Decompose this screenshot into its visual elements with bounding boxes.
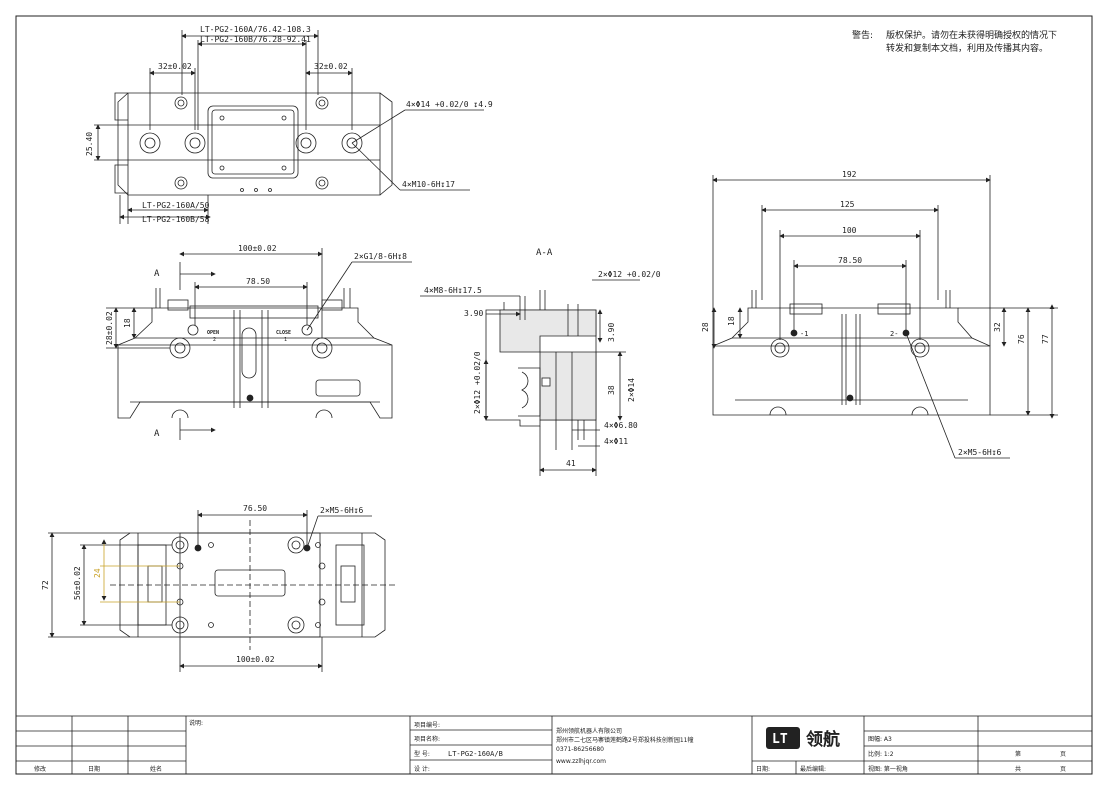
bottom-view-labels: 76.50 2×M5-6H↧6 72 56±0.02 24 100±0.02 bbox=[41, 504, 364, 664]
side-dim-7850: 78.50 bbox=[838, 256, 862, 265]
section-dim-680: 4×Φ6.80 bbox=[604, 421, 638, 430]
tb-phone: 0371-86256680 bbox=[556, 746, 604, 753]
front-dim-7850: 78.50 bbox=[246, 277, 270, 286]
top-view-labels: LT-PG2-160A/76.42-108.3 LT-PG2-160B/76.2… bbox=[85, 25, 493, 224]
bottom-dim-56: 56±0.02 bbox=[73, 566, 82, 600]
section-view bbox=[420, 279, 640, 476]
tb-total-unit: 页 bbox=[1060, 766, 1066, 773]
section-view-labels: A-A 2×Φ12 +0.02/0 4×M8-6H↧17.5 3.90 3.90… bbox=[424, 248, 661, 468]
port-open: OPEN bbox=[207, 330, 219, 336]
bottom-dim-72: 72 bbox=[41, 580, 50, 590]
tb-project-no: 项目编号: bbox=[414, 721, 440, 729]
tb-model-value: LT-PG2-160A/B bbox=[448, 750, 503, 758]
side-dim-32: 32 bbox=[993, 322, 1002, 332]
tb-name-col: 姓名 bbox=[150, 765, 162, 773]
side-dim-28: 28 bbox=[701, 322, 710, 332]
section-callout-top: 2×Φ12 +0.02/0 bbox=[598, 270, 661, 279]
logo-badge bbox=[766, 727, 800, 749]
front-view bbox=[106, 248, 412, 440]
dim-right-32: 32±0.02 bbox=[314, 62, 348, 71]
tb-view: 视图: 第一视角 bbox=[868, 765, 908, 773]
bottom-dim-7650: 76.50 bbox=[243, 504, 267, 513]
tb-last-edit: 最后编辑: bbox=[800, 765, 826, 773]
section-dim-11: 4×Φ11 bbox=[604, 437, 628, 446]
tb-remark: 说明: bbox=[189, 719, 203, 727]
title-block-text: 修改 日期 姓名 说明: 项目编号: 项目名称: 型 号: LT-PG2-160… bbox=[34, 719, 1066, 773]
front-dim-100: 100±0.02 bbox=[238, 244, 277, 253]
tb-page-unit: 页 bbox=[1060, 751, 1066, 758]
side-view bbox=[711, 175, 1058, 459]
section-dim-38: 38 bbox=[607, 385, 616, 395]
bottom-dim-24: 24 bbox=[93, 568, 102, 578]
port-close: CLOSE bbox=[276, 330, 291, 336]
bottom-dim-100: 100±0.02 bbox=[236, 655, 275, 664]
tb-date-col: 日期 bbox=[88, 765, 100, 773]
side-view-labels: 192 125 100 78.50 28 18 32 76 77 -1 2- 2… bbox=[701, 170, 1050, 457]
tb-design: 设 计: bbox=[414, 765, 430, 773]
side-dim-100: 100 bbox=[842, 226, 857, 235]
section-dim-390-right: 3.90 bbox=[607, 323, 616, 342]
top-view bbox=[94, 30, 484, 224]
section-mark-top: A bbox=[154, 269, 160, 279]
hole-callout-b: 4×M10-6H↧17 bbox=[402, 180, 455, 189]
section-mark-bottom: A bbox=[154, 429, 160, 439]
front-dim-28: 28±0.02 bbox=[105, 311, 114, 345]
section-dim-41: 41 bbox=[566, 459, 576, 468]
dim-left-32: 32±0.02 bbox=[158, 62, 192, 71]
section-callout-m8: 4×M8-6H↧17.5 bbox=[424, 286, 482, 295]
side-port-1: -1 bbox=[800, 330, 808, 338]
side-hole-callout: 2×M5-6H↧6 bbox=[958, 448, 1002, 457]
section-dim-390-left: 3.90 bbox=[464, 309, 483, 318]
port-open-num: 2 bbox=[213, 337, 216, 343]
warning-line-2: 转发和复制本文档，利用及传播其内容。 bbox=[886, 42, 1048, 54]
side-dim-77: 77 bbox=[1041, 334, 1050, 344]
side-dim-192: 192 bbox=[842, 170, 857, 179]
logo-mark: LT bbox=[772, 732, 788, 747]
section-dim-2x14: 2×Φ14 bbox=[627, 378, 636, 402]
tb-company: 郑州领航机器人有限公司 bbox=[556, 727, 622, 735]
tb-website: www.zzlhjqr.com bbox=[556, 758, 606, 765]
bottom-hole-callout: 2×M5-6H↧6 bbox=[320, 506, 364, 515]
side-dim-18: 18 bbox=[727, 316, 736, 326]
front-view-labels: A A 100±0.02 78.50 2×G1/8-6H↧8 28±0.02 1… bbox=[105, 244, 407, 439]
tb-project-name: 项目名称: bbox=[414, 735, 440, 743]
port-callout: 2×G1/8-6H↧8 bbox=[354, 252, 407, 261]
bottom-view bbox=[48, 510, 395, 672]
tb-sheet-size: 图幅: A3 bbox=[868, 735, 892, 743]
dim-total-b: LT-PG2-160B/76.28-92.41 bbox=[200, 35, 311, 44]
tb-scale: 比例: 1:2 bbox=[868, 750, 894, 758]
logo-text: 领航 bbox=[806, 729, 840, 750]
tb-date-label: 日期: bbox=[756, 765, 770, 773]
port-close-num: 1 bbox=[284, 337, 287, 343]
title-block bbox=[15, 715, 1093, 775]
hole-callout-a: 4×Φ14 +0.02/0 ↧4.9 bbox=[406, 100, 493, 109]
front-dim-18: 18 bbox=[123, 318, 132, 328]
warning-label: 警告: bbox=[852, 29, 873, 41]
section-dim-2x12: 2×Φ12 +0.02/0 bbox=[473, 351, 482, 414]
dim-bottom-a: LT-PG2-160A/50 bbox=[142, 201, 210, 210]
tb-total-label: 共 bbox=[1015, 765, 1021, 773]
tb-model-label: 型 号: bbox=[414, 750, 430, 758]
side-dim-76: 76 bbox=[1017, 334, 1026, 344]
dim-bottom-b: LT-PG2-160B/58 bbox=[142, 215, 210, 224]
dim-total-a: LT-PG2-160A/76.42-108.3 bbox=[200, 25, 311, 34]
copyright-warning: 警告: 版权保护。请勿在未获得明确授权的情况下 转发和复制本文档，利用及传播其内… bbox=[852, 29, 1057, 54]
side-dim-125: 125 bbox=[840, 200, 855, 209]
tb-address: 郑州市二七区马寨镇莲鹤路2号郑投科技创新园11幢 bbox=[556, 736, 693, 744]
warning-line-1: 版权保护。请勿在未获得明确授权的情况下 bbox=[886, 29, 1057, 41]
side-port-2: 2- bbox=[890, 330, 898, 338]
tb-page-label: 第 bbox=[1015, 750, 1021, 758]
section-title: A-A bbox=[536, 248, 553, 258]
dim-height: 25.40 bbox=[85, 132, 94, 156]
tb-rev-col: 修改 bbox=[34, 765, 46, 773]
